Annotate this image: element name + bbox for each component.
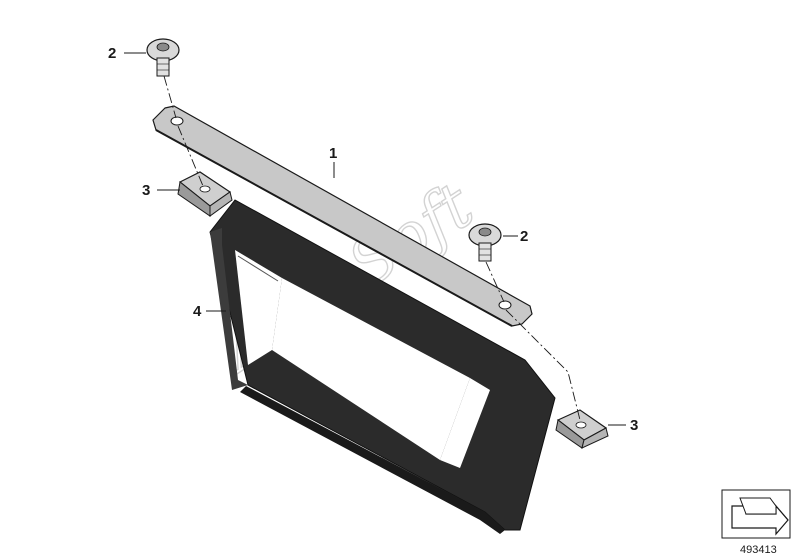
callout-1: 1	[329, 145, 337, 162]
callout-2-right: 2	[520, 228, 528, 245]
callout-3-left: 3	[142, 182, 150, 199]
clip-nut-right-part	[555, 409, 609, 449]
bracket-part	[152, 105, 533, 327]
callout-4: 4	[193, 303, 202, 320]
callout-2-top: 2	[108, 45, 116, 62]
reference-box: 493413	[721, 489, 791, 556]
rubber-frame-part	[209, 199, 556, 534]
assembly-lines	[163, 75, 581, 421]
screw-top-part	[146, 38, 180, 77]
callout-3-right: 3	[630, 417, 638, 434]
callout-leaders	[124, 52, 626, 426]
document-number: 493413	[740, 544, 777, 556]
clip-nut-left-part	[177, 171, 233, 217]
screw-right-part	[468, 223, 502, 262]
